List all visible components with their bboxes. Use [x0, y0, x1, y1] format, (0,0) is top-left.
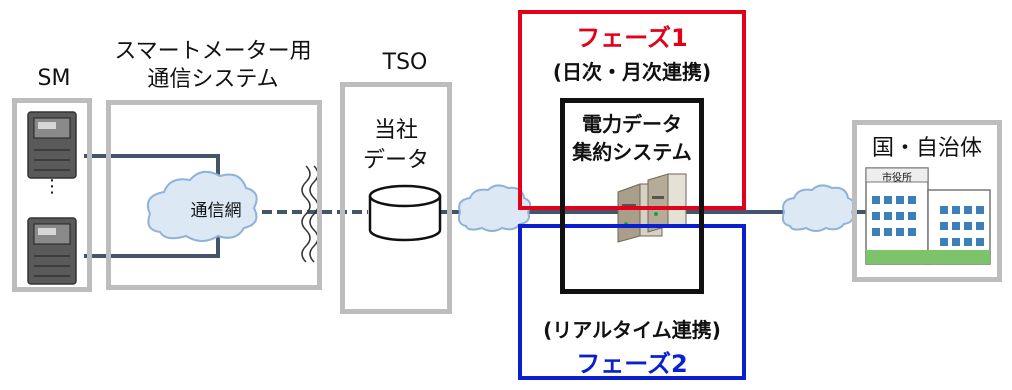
- phase1-title: フェーズ1: [576, 24, 688, 52]
- phase1-subtitle: (日次・月次連携): [552, 60, 712, 84]
- aggregation-system-box: [560, 98, 704, 294]
- network-label: 通信網: [190, 201, 242, 221]
- comm-system-label-line1: スマートメーター用: [114, 39, 312, 64]
- municipality-label: 国・自治体: [871, 136, 982, 161]
- comm-system-label: スマートメーター用 通信システム: [98, 38, 328, 94]
- phase2-box: [518, 224, 746, 380]
- city-hall-building-icon: [865, 167, 991, 265]
- phase1-box: [518, 10, 746, 210]
- comm-system-label-line2: 通信システム: [147, 67, 279, 92]
- phase2-title: フェーズ2: [576, 350, 688, 378]
- tso-label: TSO: [382, 50, 428, 75]
- meter-top-link: [84, 154, 220, 182]
- smart-meter-group: [12, 98, 92, 292]
- meter-ellipsis: ⋮: [43, 176, 61, 197]
- municipality-box: [852, 120, 1002, 282]
- smart-meter-icon-top: [27, 111, 77, 179]
- firewall-wave-icon: [301, 165, 319, 263]
- comm-system-box: [106, 100, 322, 290]
- smart-meter-icon-bottom: [27, 217, 77, 285]
- link-cloud-icon: [457, 184, 532, 232]
- tso-box: [340, 82, 452, 314]
- company-data-label-line2: データ: [362, 148, 429, 173]
- aggregation-system-label: 電力データ 集約システム: [560, 110, 704, 166]
- company-data-label: 当社 データ: [345, 116, 447, 176]
- database-icon: [368, 184, 442, 242]
- meter-bottom-link: [84, 228, 220, 258]
- link-cloud-icon-2: [781, 184, 856, 232]
- network-cloud-icon: [146, 170, 258, 242]
- company-data-label-line1: 当社: [373, 118, 418, 143]
- sm-label: SM: [37, 66, 71, 91]
- phase2-subtitle: (リアルタイム連携): [543, 318, 721, 342]
- aggregation-label-line2: 集約システム: [572, 140, 692, 164]
- city-hall-sign: 市役所: [882, 173, 912, 184]
- aggregation-label-line1: 電力データ: [582, 112, 682, 136]
